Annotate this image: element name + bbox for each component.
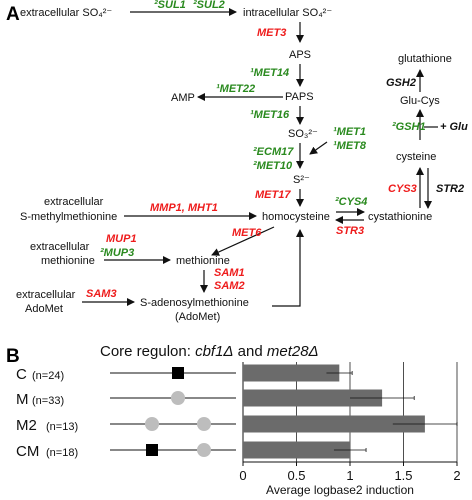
- row-label: C: [16, 366, 27, 383]
- metabolite-amp: AMP: [171, 92, 195, 104]
- metabolite-glu-cys: Glu-Cys: [400, 95, 440, 107]
- gene-met22: ¹MET22: [216, 83, 255, 95]
- metabolite-adomet-abbrev: (AdoMet): [175, 311, 220, 323]
- gene-met16: ¹MET16: [250, 109, 290, 121]
- gene-gsh2: GSH2: [386, 77, 416, 89]
- metabolite-adomet: S-adenosylmethionine: [140, 297, 249, 309]
- metabolite-sulfite: SO₃²⁻: [288, 128, 318, 140]
- row-count: (n=24): [32, 370, 64, 382]
- metabolite-ext-met-line1: extracellular: [30, 241, 90, 253]
- metabolite-ext-adomet-line1: extracellular: [16, 289, 76, 301]
- gene-met8: ¹MET8: [333, 140, 367, 152]
- gene-ecm17: ²ECM17: [253, 146, 294, 158]
- x-tick-label: 0.5: [287, 468, 305, 483]
- metabolite-glu: + Glu: [440, 121, 468, 133]
- panel-b-title-prefix: Core regulon:: [100, 343, 195, 360]
- metabolite-ext-met-line2: methionine: [41, 255, 95, 267]
- x-axis-label: Average logbase2 induction: [266, 483, 414, 497]
- metabolite-aps: APS: [289, 49, 311, 61]
- met28-motif-circle: [197, 443, 211, 457]
- gene-str3: STR3: [336, 225, 364, 237]
- metabolite-extracellular-sulfate: extracellular SO₄²⁻: [20, 7, 112, 19]
- metabolite-intracellular-sulfate: intracellular SO₄²⁻: [243, 7, 332, 19]
- gene-sul1: ²SUL1: [154, 0, 186, 11]
- panel-b-title-and: and: [233, 343, 266, 360]
- x-tick-label: 1.5: [394, 468, 412, 483]
- gene-sam3: SAM3: [86, 288, 117, 300]
- gene-cys4: ²CYS4: [335, 196, 367, 208]
- met28-motif-circle: [171, 391, 185, 405]
- row-label: CM: [16, 443, 39, 460]
- cbf1-motif-square: [146, 444, 158, 456]
- gene-met6: MET6: [232, 227, 262, 239]
- met28-motif-circle: [197, 417, 211, 431]
- panel-b-title-gene2: met28Δ: [267, 343, 319, 360]
- gene-sam2: SAM2: [214, 280, 245, 292]
- x-tick-label: 0: [239, 468, 246, 483]
- gene-met17: MET17: [255, 189, 291, 201]
- row-count: (n=13): [46, 421, 78, 433]
- gene-met3: MET3: [257, 27, 286, 39]
- motif-diagram: C (n=24)M(n=33) M2 (n=13) CM (n=18): [16, 366, 236, 460]
- arrow-siroheme-input: [309, 141, 328, 155]
- metabolite-ext-smm-line2: S-methylmethionine: [20, 211, 117, 223]
- panel-b-title: Core regulon: cbf1Δ and met28Δ: [100, 343, 319, 360]
- metabolite-sulfide: S²⁻: [293, 174, 310, 186]
- bar-M: [243, 389, 383, 407]
- gene-sam1: SAM1: [214, 267, 245, 279]
- x-tick-label: 2: [453, 468, 460, 483]
- metabolite-cysteine: cysteine: [396, 151, 436, 163]
- metabolite-paps: PAPS: [285, 91, 314, 103]
- gene-gsh1: ²GSH1: [392, 121, 426, 133]
- metabolite-methionine: methionine: [176, 255, 230, 267]
- metabolite-glutathione: glutathione: [398, 53, 452, 65]
- metabolite-homocysteine: homocysteine: [262, 211, 330, 223]
- gene-sul2: ²SUL2: [193, 0, 225, 11]
- bar-M2: [243, 415, 425, 433]
- gene-mup1: MUP1: [106, 233, 137, 245]
- panel-a-label: A: [6, 4, 20, 25]
- panel-b-title-gene1: cbf1Δ: [195, 343, 233, 360]
- x-tick-label: 1: [346, 468, 353, 483]
- metabolite-cystathionine: cystathionine: [368, 211, 432, 223]
- gene-met10: ²MET10: [253, 160, 293, 172]
- arrow-adomet-to-homocysteine: [272, 229, 304, 307]
- row-label: M2: [16, 417, 37, 434]
- metabolite-ext-adomet-line2: AdoMet: [25, 303, 63, 315]
- metabolite-ext-smm-line1: extracellular: [44, 196, 104, 208]
- arrow-homocysteine-to-methionine: [211, 226, 275, 256]
- row-label: M: [16, 391, 29, 408]
- gene-met1: ¹MET1: [333, 126, 366, 138]
- met28-motif-circle: [145, 417, 159, 431]
- gene-met14: ¹MET14: [250, 67, 289, 79]
- row-count: (n=18): [46, 447, 78, 459]
- panel-b-label: B: [6, 346, 20, 367]
- cbf1-motif-square: [172, 367, 184, 379]
- row-count: (n=33): [32, 395, 64, 407]
- bar-C: [243, 364, 340, 382]
- bar-CM: [243, 441, 350, 459]
- gene-mmp1-mht1: MMP1, MHT1: [150, 202, 218, 214]
- gene-cys3: CYS3: [388, 183, 417, 195]
- gene-str2: STR2: [436, 183, 464, 195]
- gene-mup3: ²MUP3: [100, 247, 134, 259]
